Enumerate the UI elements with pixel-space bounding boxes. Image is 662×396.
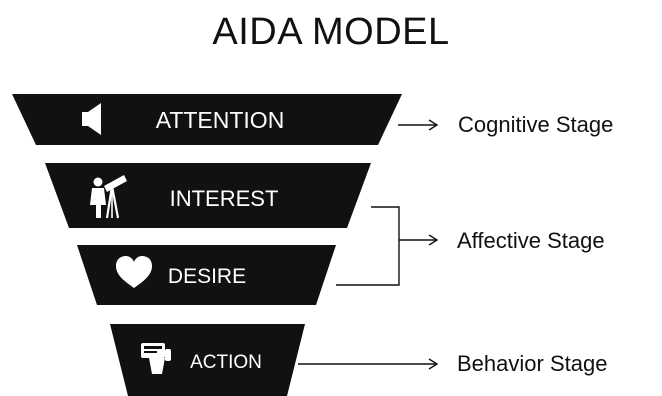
telescope-person-icon: [90, 175, 127, 219]
band-label-interest: INTEREST: [170, 186, 279, 211]
stage-label-affective: Affective Stage: [457, 228, 605, 253]
funnel-band-action: ACTION: [110, 324, 305, 396]
diagram-title: AIDA MODEL: [212, 11, 450, 53]
connector-behavior: [298, 358, 439, 370]
megaphone-icon: [82, 103, 101, 135]
band-label-action: ACTION: [190, 352, 262, 373]
funnel-band-desire: DESIRE: [77, 245, 336, 305]
funnel-band-attention: ATTENTION: [12, 94, 402, 145]
heart-icon: [116, 256, 152, 288]
stage-label-cognitive: Cognitive Stage: [458, 112, 614, 137]
stage-label-behavior: Behavior Stage: [457, 351, 608, 376]
band-shape-interest: [45, 163, 371, 228]
connector-cognitive: [398, 119, 439, 131]
band-shape-attention: [12, 94, 402, 145]
connector-affective: [336, 206, 439, 286]
band-shape-action: [110, 324, 305, 396]
band-label-desire: DESIRE: [168, 265, 246, 288]
pos-terminal-icon: [141, 343, 171, 374]
band-label-attention: ATTENTION: [156, 107, 285, 133]
funnel-band-interest: INTEREST: [45, 163, 371, 228]
